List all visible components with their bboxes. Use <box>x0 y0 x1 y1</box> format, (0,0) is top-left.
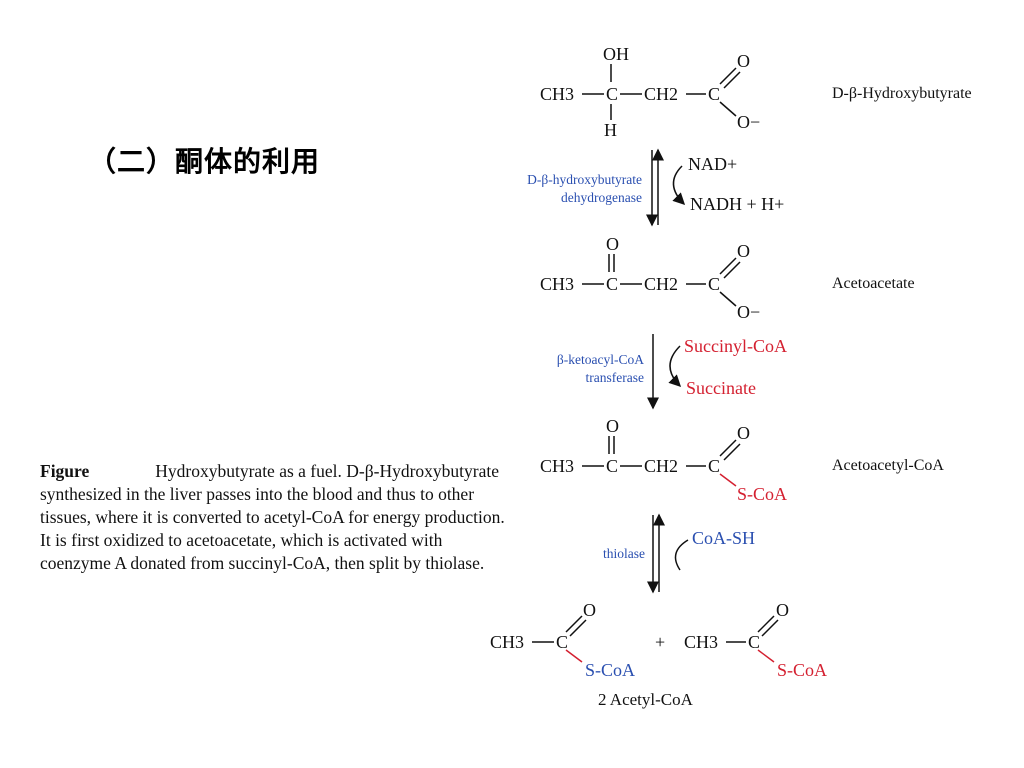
c1-o: O <box>737 51 750 71</box>
c4-ch3-b: CH3 <box>684 632 718 652</box>
c4-ch3-a: CH3 <box>490 632 524 652</box>
c4-plus: + <box>655 632 665 652</box>
c3-o: O <box>737 423 750 443</box>
c3-c: C <box>606 456 618 476</box>
c2-o: O <box>737 241 750 261</box>
c2-c2: C <box>708 274 720 294</box>
c4-o-a: O <box>583 600 596 620</box>
step-dehydrogenase: D-β-hydroxybutyrate dehydrogenase NAD+ N… <box>527 148 784 227</box>
c3-o-top: O <box>606 416 619 436</box>
c2-label: Acetoacetate <box>832 275 915 292</box>
c2-ch2: CH2 <box>644 274 678 294</box>
nadh-label: NADH + H+ <box>690 194 784 214</box>
enzyme-2-line1: β-ketoacyl-CoA <box>557 352 644 367</box>
c1-label: D-β-Hydroxybutyrate <box>832 85 972 102</box>
c1-o-minus: O− <box>737 112 760 132</box>
step-thiolase: thiolase CoA-SH <box>603 513 755 594</box>
c2-ch3: CH3 <box>540 274 574 294</box>
c1-ch3: CH3 <box>540 84 574 104</box>
c4-scoa-b: S-CoA <box>777 660 827 680</box>
c3-ch3: CH3 <box>540 456 574 476</box>
coa-sh-label: CoA-SH <box>692 528 755 548</box>
c2-o-minus: O− <box>737 302 760 322</box>
caption-label: Figure <box>40 461 90 481</box>
slide-title: （二）酮体的利用 <box>88 145 321 178</box>
c1-c: C <box>606 84 618 104</box>
c1-ch2: CH2 <box>644 84 678 104</box>
c4-c-a: C <box>556 632 568 652</box>
enzyme-3-label: thiolase <box>603 546 645 561</box>
c4-label: 2 Acetyl-CoA <box>598 690 694 709</box>
c4-o-b: O <box>776 600 789 620</box>
succinate-label: Succinate <box>686 378 756 398</box>
succinyl-coa-label: Succinyl-CoA <box>684 336 787 356</box>
compound-acetoacetyl-coa: CH3 C O CH2 C O S-CoA Acetoacetyl-CoA <box>540 416 944 504</box>
c3-ch2: CH2 <box>644 456 678 476</box>
c3-label: Acetoacetyl-CoA <box>832 457 944 474</box>
c4-c-b: C <box>748 632 760 652</box>
c3-scoa: S-CoA <box>737 484 787 504</box>
enzyme-1-line1: D-β-hydroxybutyrate <box>527 172 642 187</box>
enzyme-1-line2: dehydrogenase <box>561 190 642 205</box>
c1-c2: C <box>708 84 720 104</box>
compound-acetoacetate: CH3 C O CH2 C O O− Acetoacetate <box>540 234 915 322</box>
step-transferase: β-ketoacyl-CoA transferase Succinyl-CoA … <box>557 334 787 410</box>
nad-label: NAD+ <box>688 154 737 174</box>
compound-hydroxybutyrate: CH3 C OH H CH2 C O O− D-β-Hydroxybutyrat… <box>540 44 972 140</box>
enzyme-2-line2: transferase <box>586 370 644 385</box>
compound-acetyl-coa: CH3 C O S-CoA + CH3 C O S-CoA 2 Acetyl-C… <box>490 600 827 709</box>
c1-oh: OH <box>603 44 629 64</box>
caption-text: Hydroxybutyrate as a fuel. D-β-Hydroxybu… <box>40 461 505 573</box>
c2-o-top: O <box>606 234 619 254</box>
c3-c2: C <box>708 456 720 476</box>
c1-h: H <box>604 120 617 140</box>
c4-scoa-a: S-CoA <box>585 660 635 680</box>
c2-c: C <box>606 274 618 294</box>
